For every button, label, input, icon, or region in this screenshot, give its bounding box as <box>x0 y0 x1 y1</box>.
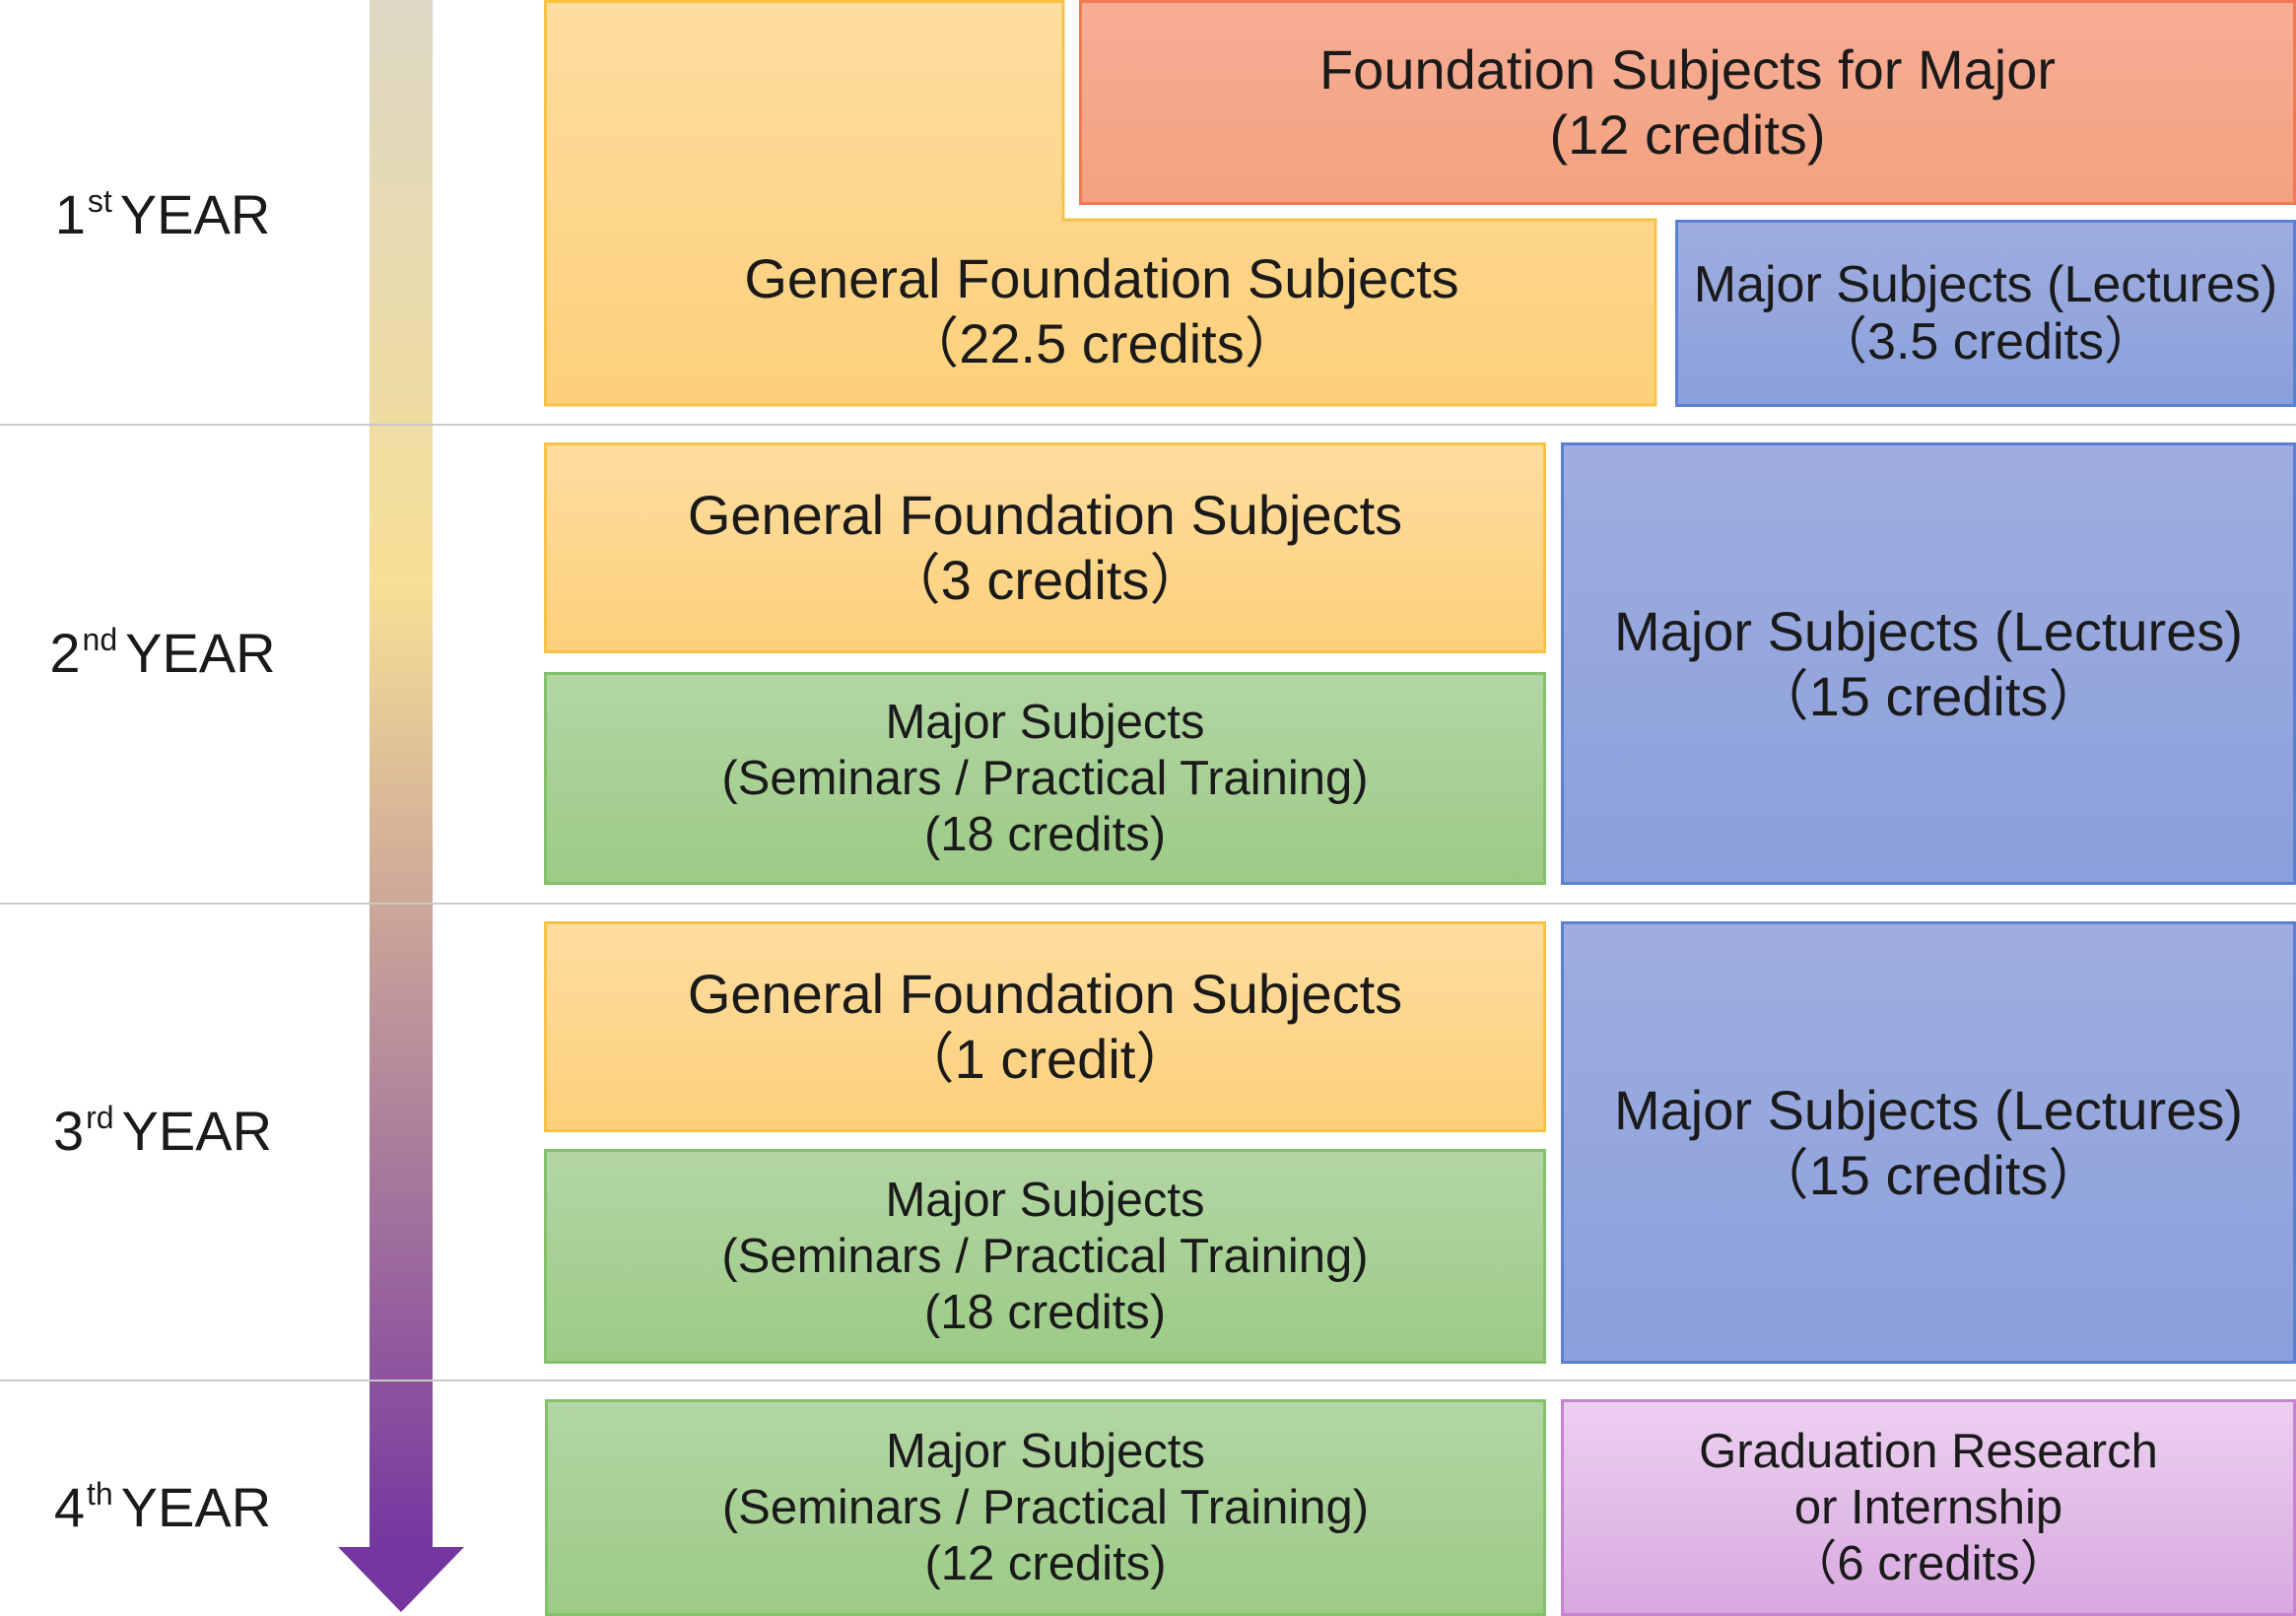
row-divider-3-4 <box>0 1380 2296 1381</box>
year-word: YEAR <box>120 1476 272 1538</box>
block-title: Graduation Research <box>1699 1424 2158 1478</box>
block-credits: (12 credits) <box>924 1536 1167 1590</box>
y3-major-lectures-box: Major Subjects (Lectures) （15 credits） <box>1561 921 2296 1364</box>
row-divider-1-2 <box>0 424 2296 426</box>
y2-general-foundation-box: General Foundation Subjects （3 credits） <box>544 442 1546 653</box>
block-title: Major Subjects (Lectures) <box>1693 256 2278 313</box>
block-subtitle: (Seminars / Practical Training) <box>721 1480 1370 1534</box>
block-credits: (18 credits) <box>923 1285 1167 1339</box>
block-title: Major Subjects (Lectures) <box>1613 1078 2243 1141</box>
y1-major-lectures-box: Major Subjects (Lectures) （3.5 credits） <box>1675 220 2296 407</box>
block-title: Major Subjects (Lectures) <box>1613 599 2243 662</box>
y2-major-lectures-box: Major Subjects (Lectures) （15 credits） <box>1561 442 2296 885</box>
block-credits: (12 credits) <box>1549 103 1826 166</box>
year-number: 1 <box>54 183 86 245</box>
block-title: Foundation Subjects for Major <box>1318 38 2057 101</box>
y1-foundation-major-box: Foundation Subjects for Major (12 credit… <box>1079 0 2296 205</box>
block-credits: （6 credits） <box>1789 1536 2068 1590</box>
year-word: YEAR <box>125 622 276 684</box>
y3-major-seminars-box: Major Subjects (Seminars / Practical Tra… <box>544 1149 1546 1364</box>
block-credits: （3 credits） <box>885 549 1205 611</box>
block-subtitle: (Seminars / Practical Training) <box>721 1229 1369 1283</box>
y1-general-foundation-box: General Foundation Subjects （22.5 credit… <box>552 223 1652 400</box>
year-suffix: nd <box>82 622 118 657</box>
block-title: Major Subjects <box>885 1173 1205 1227</box>
y4-major-seminars-box: Major Subjects (Seminars / Practical Tra… <box>545 1399 1546 1616</box>
block-credits: （15 credits） <box>1753 664 2104 727</box>
year-word: YEAR <box>119 183 271 245</box>
year-suffix: st <box>87 183 112 219</box>
arrow-shaft <box>370 0 433 1549</box>
block-title: Major Subjects <box>885 1424 1206 1478</box>
year-suffix: rd <box>86 1100 114 1135</box>
block-title: General Foundation Subjects <box>744 247 1459 309</box>
year-suffix: th <box>86 1476 113 1512</box>
y2-major-seminars-box: Major Subjects (Seminars / Practical Tra… <box>544 672 1546 885</box>
y4-graduation-research-box: Graduation Research or Internship （6 cre… <box>1561 1399 2296 1616</box>
block-title: General Foundation Subjects <box>687 484 1403 546</box>
block-credits: （15 credits） <box>1753 1143 2104 1206</box>
block-credits: （22.5 credits） <box>904 312 1300 374</box>
general-foundation-l-shape <box>544 0 1657 407</box>
year-number: 4 <box>53 1476 85 1538</box>
year-word: YEAR <box>121 1100 273 1162</box>
block-subtitle: (Seminars / Practical Training) <box>721 751 1369 805</box>
year-number: 2 <box>49 622 81 684</box>
row-divider-2-3 <box>0 903 2296 905</box>
y3-general-foundation-box: General Foundation Subjects （1 credit） <box>544 921 1546 1132</box>
block-credits: （1 credit） <box>899 1028 1191 1090</box>
year-number: 3 <box>52 1100 85 1162</box>
block-title: General Foundation Subjects <box>687 963 1403 1025</box>
block-credits: (18 credits) <box>923 807 1167 861</box>
block-subtitle: or Internship <box>1793 1480 2063 1534</box>
arrow-head <box>338 1547 464 1612</box>
block-title: Major Subjects <box>885 695 1205 749</box>
down-arrow-icon <box>338 0 464 1612</box>
block-credits: （3.5 credits） <box>1816 313 2155 370</box>
